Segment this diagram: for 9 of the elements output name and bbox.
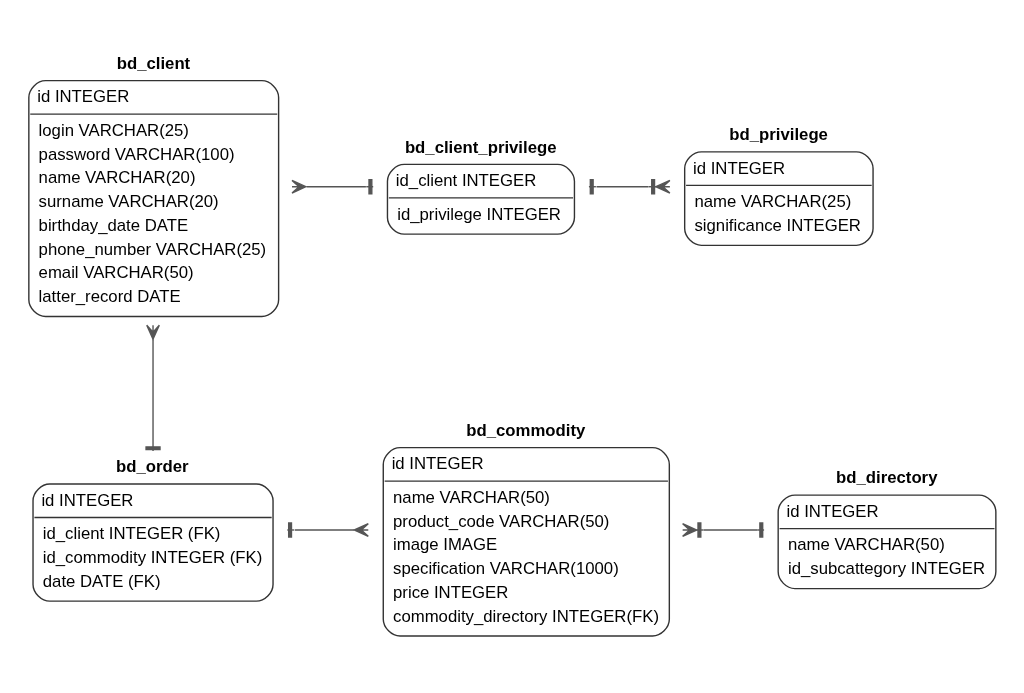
connector: [145, 324, 161, 452]
connector: [681, 522, 765, 538]
node-label: bd_client: [116, 53, 191, 73]
node-label: bd_commodity: [466, 420, 586, 440]
connector: [286, 522, 369, 538]
node-label: bd_client_privilege: [404, 137, 557, 157]
node-label: bd_order: [116, 457, 189, 477]
node-label: bd_directory: [836, 468, 938, 488]
node-label: bd_privilege: [729, 125, 828, 145]
